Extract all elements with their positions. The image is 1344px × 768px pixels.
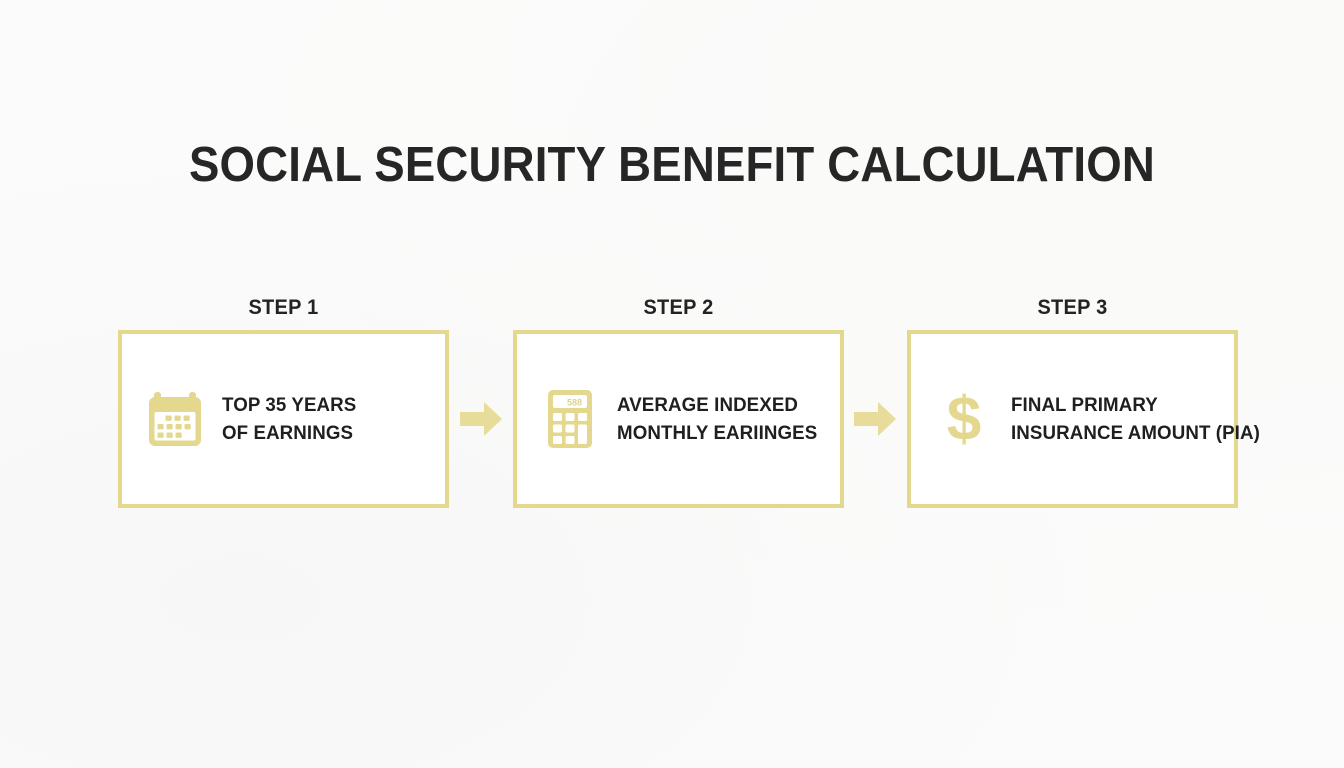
step-3: STEP 3 $ FINAL PRIMARY INSURANCE AMOUNT … — [907, 296, 1260, 508]
step-3-text-line1: FINAL PRIMARY — [1011, 394, 1158, 416]
step-1-card[interactable]: TOP 35 YEARS OF EARNINGS — [118, 330, 449, 508]
step-1-label: STEP 1 — [248, 296, 319, 319]
step-2-text-line1: AVERAGE INDEXED — [616, 394, 798, 416]
step-2-label: STEP 2 — [642, 296, 714, 319]
step-1: STEP 1 — [118, 296, 449, 508]
page-title: SOCIAL SECURITY BENEFIT CALCULATION — [188, 138, 1156, 192]
step-1-text-line1: TOP 35 YEARS — [222, 394, 357, 416]
dollar-sign-icon: $ — [935, 388, 993, 450]
svg-text:$: $ — [947, 388, 981, 450]
step-2-text: AVERAGE INDEXED MONTHLY EARIINGES — [617, 391, 817, 447]
step-1-text-line2: OF EARNINGS — [222, 422, 354, 444]
step-3-label: STEP 3 — [1037, 296, 1108, 319]
arrow-step1-to-step2 — [458, 330, 504, 508]
step-2-text-line2: MONTHLY EARIINGES — [616, 422, 817, 444]
step-3-text: FINAL PRIMARY INSURANCE AMOUNT (PIA) — [1011, 391, 1260, 447]
svg-text:588: 588 — [566, 398, 581, 408]
calendar-icon — [146, 388, 204, 450]
calculator-icon: 588 — [541, 388, 599, 450]
step-3-card[interactable]: $ FINAL PRIMARY INSURANCE AMOUNT (PIA) — [907, 330, 1260, 508]
arrow-step2-to-step3 — [852, 330, 898, 508]
step-2: STEP 2 588 — [512, 296, 844, 508]
steps-row: STEP 1 — [118, 296, 1260, 508]
step-2-card[interactable]: 588 AVERAGE INDEXED MONTHLY EARIING — [512, 330, 844, 508]
step-1-text: TOP 35 YEARS OF EARNINGS — [222, 391, 356, 447]
step-3-text-line2: INSURANCE AMOUNT (PIA) — [1011, 422, 1260, 444]
